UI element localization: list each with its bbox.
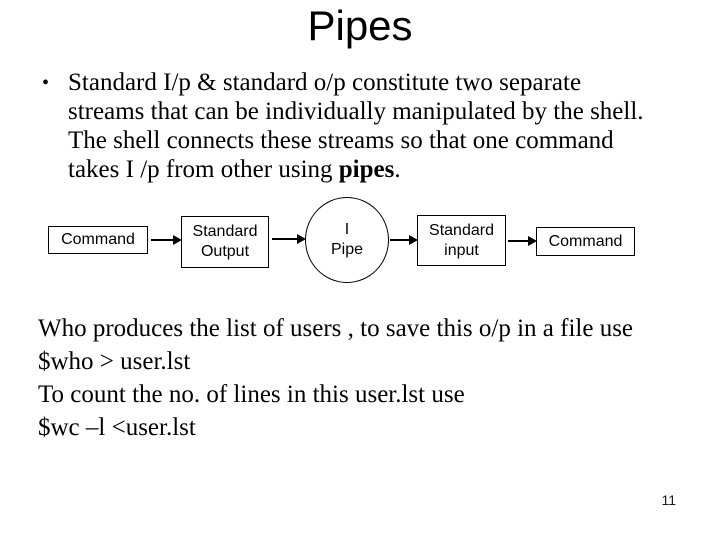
body-line-wc-command: $wc –l <user.lst <box>38 414 196 441</box>
diagram-ellipse-pipe: I Pipe <box>305 197 389 283</box>
bullet-text: Standard I/p & standard o/p constitute t… <box>42 68 654 184</box>
bullet-text-suffix: . <box>394 156 401 183</box>
body-line-who-command: $who > user.lst <box>38 348 191 375</box>
body-line-count: To count the no. of lines in this user.l… <box>38 381 465 408</box>
diagram-box-command-left: Command <box>48 226 148 254</box>
body-line-who-produces: Who produces the list of users , to save… <box>38 315 634 342</box>
diagram-box-command-right: Command <box>536 227 635 256</box>
arrow-right-icon <box>272 234 306 244</box>
arrow-right-icon <box>151 235 182 245</box>
bullet-text-main: Standard I/p & standard o/p constitute t… <box>68 69 644 183</box>
bullet-paragraph: • Standard I/p & standard o/p constitute… <box>42 68 654 184</box>
arrow-right-icon <box>508 236 537 246</box>
body-text: Who produces the list of users , to save… <box>38 314 688 446</box>
page-number: 11 <box>661 492 676 508</box>
diagram-box-standard-output: Standard Output <box>181 216 269 268</box>
diagram-box-standard-input: Standard input <box>417 215 506 266</box>
bullet-icon: • <box>42 72 50 94</box>
bullet-text-bold: pipes <box>338 156 395 183</box>
arrow-right-icon <box>390 235 418 245</box>
page-title: Pipes <box>307 2 413 49</box>
